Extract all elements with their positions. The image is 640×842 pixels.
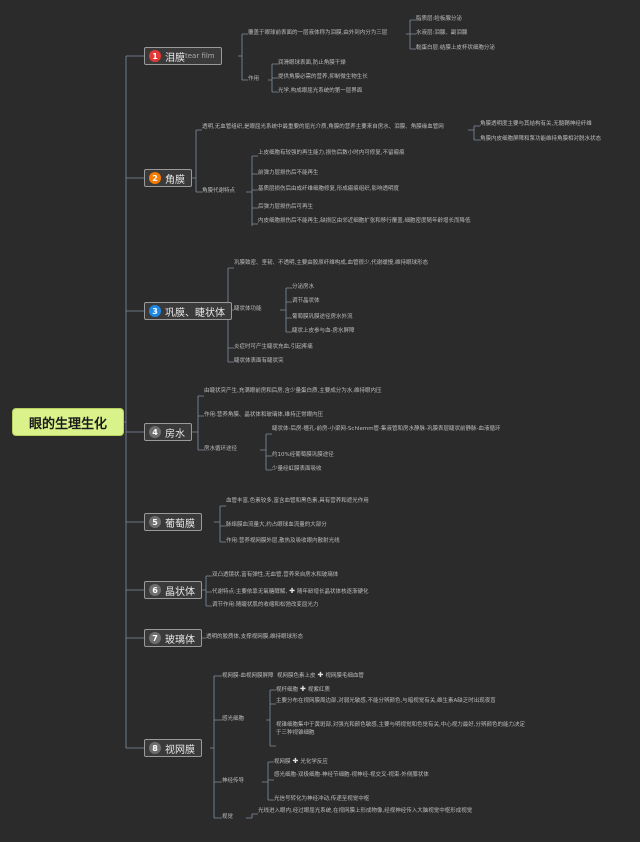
subtopic-text[interactable]: 后弹力层损伤后可再生 (258, 204, 314, 210)
subtopic-part: 视网膜-血视网膜屏障 (222, 673, 274, 679)
plus-icon: ✚ (300, 685, 306, 693)
subtopic-text[interactable]: 炎症时可产生睫状充血,引起疼痛 (234, 344, 313, 350)
subtopic-part: 视网膜毛细血管 (325, 673, 364, 679)
subtopic-text[interactable]: 代谢特点:主要依靠无氧糖酵解,✚随年龄增长晶状体核逐渐硬化 (212, 587, 472, 597)
subtopic-text[interactable]: 调节作用:随睫状肌的收缩和松弛改变屈光力 (212, 602, 319, 608)
number-badge: 8 (149, 742, 161, 754)
subtopic-text[interactable]: 感光细胞 (222, 716, 245, 722)
subtopic-text[interactable]: 血管丰富,色素较多,富含血管和黑色素,具有营养和遮光作用 (226, 498, 369, 504)
subtopic-text[interactable]: 内皮细胞损伤后不能再生,缺损区由邻近细胞扩张和移行覆盖,细胞密度随年龄增长而降低 (258, 218, 471, 224)
topic-title: 巩膜、睫状体 (165, 307, 225, 319)
subtopic-part: 光化学反应 (300, 759, 328, 765)
topic-title: 晶状体 (165, 586, 195, 598)
subtopic-text[interactable]: 约10%经葡萄膜巩膜途径 (272, 452, 334, 458)
number-badge: 7 (149, 632, 161, 644)
plus-icon: ✚ (289, 587, 295, 595)
subtopic-text[interactable]: 调节晶状体 (292, 298, 320, 304)
topic-lens[interactable]: 6 晶状体 (144, 581, 202, 599)
subtopic-text[interactable]: 作用:营养角膜、晶状体和玻璃体,维持正常眼内压 (204, 412, 324, 418)
root-topic[interactable]: 眼的生理生化 (12, 408, 124, 436)
topic-title: 葡萄膜 (165, 518, 195, 530)
number-badge: 3 (149, 305, 161, 317)
subtopic-text[interactable]: 睫状体-后房-瞳孔-前房-小梁网-Schlemm管-集液管和房水静脉-巩膜表层睫… (272, 426, 501, 432)
topic-aqueous-humor[interactable]: 4 房水 (144, 423, 192, 441)
topic-subtitle: tear film (185, 52, 215, 60)
subtopic-text[interactable]: 光线进入眼内,经过眼屈光系统,在视网膜上形成物像,经视神经传入大脑视觉中枢形成视… (258, 808, 473, 814)
subtopic-part: 视网膜色素上皮 (277, 673, 316, 679)
topic-cornea[interactable]: 2 角膜 (144, 169, 192, 187)
subtopic-text[interactable]: 覆盖于眼球前表面的一层液体称为泪膜,由外到内分为三层 (248, 30, 388, 36)
topic-sclera-ciliary-body[interactable]: 3 巩膜、睫状体 (144, 302, 232, 320)
topic-title: 视网膜 (165, 744, 195, 756)
subtopic-text[interactable]: 巩膜致密、坚韧、不透明,主要由胶原纤维构成,血管很少,代谢缓慢,维持眼球形态 (234, 260, 428, 266)
number-badge: 4 (149, 426, 161, 438)
subtopic-text[interactable]: 睫状上皮参与血-房水屏障 (292, 328, 355, 334)
subtopic-text[interactable]: 房水循环途径 (204, 446, 238, 452)
number-badge: 1 (149, 50, 161, 62)
subtopic-text[interactable]: 作用:营养视网膜外层,散热及吸收眼内散射光线 (226, 538, 340, 544)
subtopic-text[interactable]: 脂质层:睑板腺分泌 (416, 16, 462, 22)
subtopic-text[interactable]: 分泌房水 (292, 284, 315, 290)
topic-vitreous[interactable]: 7 玻璃体 (144, 629, 202, 647)
subtopic-text[interactable]: 光学,构成眼屈光系统的第一层界面 (278, 88, 363, 94)
subtopic-text[interactable]: 睫状体表面有睫状突 (234, 358, 284, 364)
subtopic-text[interactable]: 少量经虹膜表面吸收 (272, 466, 322, 472)
subtopic-text[interactable]: 透明,无血管组织,是眼屈光系统中最重要的屈光介质,角膜的营养主要来自房水、泪膜、… (202, 124, 444, 130)
topic-title: 玻璃体 (165, 634, 195, 646)
subtopic-text[interactable]: 脉络膜血流量大,约占眼球血流量的大部分 (226, 522, 327, 528)
subtopic-text[interactable]: 作用 (248, 76, 260, 82)
topic-title: 角膜 (165, 174, 185, 186)
subtopic-text[interactable]: 睫状体功能 (234, 306, 262, 312)
plus-icon: ✚ (292, 757, 299, 765)
topic-retina[interactable]: 8 视网膜 (144, 739, 202, 757)
subtopic-text[interactable]: 视锥细胞集中于黄斑部,对强光和颜色敏感,主要与明视觉和色觉有关,中心视力最好,分… (276, 722, 525, 736)
plus-icon: ✚ (317, 671, 324, 679)
subtopic-part: 视网膜 (274, 759, 291, 765)
subtopic-text[interactable]: 光信号转化为神经冲动,传递至视觉中枢 (274, 796, 370, 802)
subtopic-text[interactable]: 前弹力层损伤后不能再生 (258, 170, 319, 176)
subtopic-text[interactable]: 视网膜-血视网膜屏障 视网膜色素上皮✚视网膜毛细血管 (222, 671, 442, 681)
subtopic-text[interactable]: 角膜代谢特点 (202, 188, 236, 194)
subtopic-text[interactable]: 角膜透明度主要与其结构有关,无髓鞘神经纤维 (480, 121, 592, 127)
subtopic-text[interactable]: 感光细胞-双极细胞-神经节细胞-视神经-视交叉-视束-外侧膝状体 (274, 772, 429, 778)
number-badge: 2 (149, 172, 161, 184)
subtopic-text[interactable]: 由睫状突产生,充满眼前房和后房,含少量蛋白质,主要成分为水,维持眼内压 (204, 388, 382, 394)
subtopic-text[interactable]: 提供角膜必需的营养,抑制微生物生长 (278, 74, 368, 80)
topic-uvea[interactable]: 5 葡萄膜 (144, 513, 202, 531)
subtopic-text[interactable]: 基质层损伤后由成纤维细胞修复,形成瘢痕组织,影响透明度 (258, 186, 399, 192)
subtopic-text[interactable]: 透明的胶质体,支撑视网膜,维持眼球形态 (206, 634, 303, 640)
topic-title: 房水 (165, 428, 185, 440)
subtopic-part: 随年龄增长晶状体核逐渐硬化 (296, 589, 369, 595)
subtopic-text[interactable]: 葡萄膜巩膜途径房水外流 (292, 314, 353, 320)
subtopic-part: 代谢特点:主要依靠无氧糖酵解, (212, 589, 288, 595)
subtopic-text[interactable]: 主要分布在视网膜周边部,对弱光敏感,不能分辨颜色,与暗视觉有关,维生素A缺乏时出… (276, 698, 496, 704)
number-badge: 5 (149, 516, 161, 528)
subtopic-part: 视杆细胞 (276, 687, 299, 693)
subtopic-text[interactable]: 角膜内皮细胞屏障和泵功能维持角膜相对脱水状态 (480, 136, 602, 142)
subtopic-text[interactable]: 神经传导 (222, 778, 245, 784)
subtopic-text[interactable]: 上皮细胞有较强的再生能力,损伤后数小时内可修复,不留瘢痕 (258, 150, 405, 156)
subtopic-text[interactable]: 视觉 (222, 814, 234, 820)
subtopic-text[interactable]: 润滑眼球表面,防止角膜干燥 (278, 60, 346, 66)
subtopic-text[interactable]: 水液层:泪腺、副泪腺 (416, 30, 468, 36)
subtopic-text[interactable]: 黏蛋白层:结膜上皮杯状细胞分泌 (416, 45, 495, 51)
subtopic-text[interactable]: 双凸透镜状,富有弹性,无血管,营养来自房水和玻璃体 (212, 572, 339, 578)
subtopic-text[interactable]: 视杆细胞✚视紫红质 (276, 685, 426, 695)
subtopic-text[interactable]: 视网膜✚光化学反应 (274, 757, 424, 767)
subtopic-part: 视紫红质 (307, 687, 330, 693)
number-badge: 6 (149, 584, 161, 596)
topic-title: 泪膜 (165, 52, 185, 64)
